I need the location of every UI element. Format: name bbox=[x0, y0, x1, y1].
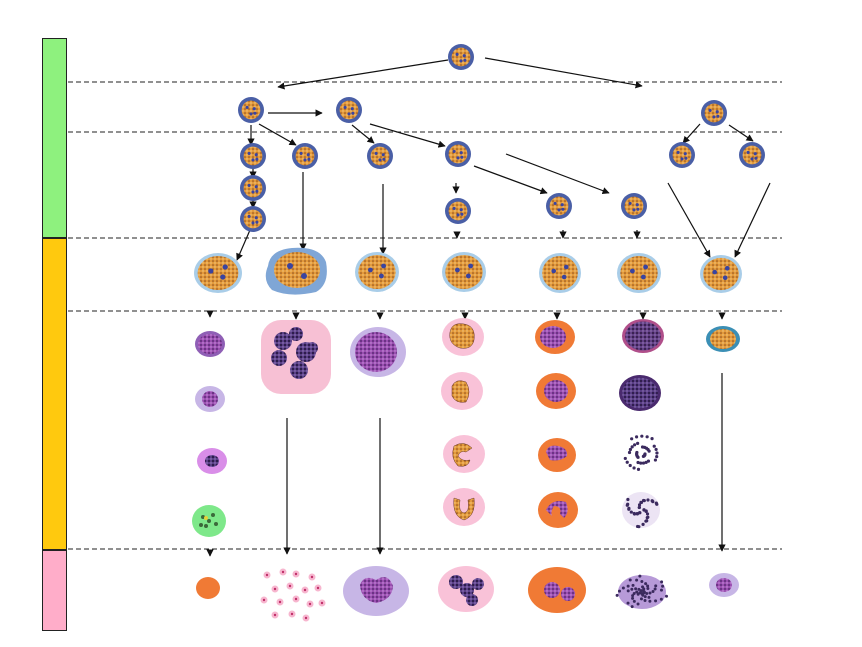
arrow-icon bbox=[351, 124, 375, 144]
lineage-arrows bbox=[206, 57, 771, 557]
stem-cell-icon bbox=[448, 44, 474, 70]
stem-cell-icon bbox=[739, 142, 765, 168]
megakaryoblast-icon bbox=[265, 247, 327, 295]
basophil-metamyelocyte-icon bbox=[619, 375, 661, 411]
eosinophil-icon bbox=[528, 567, 586, 613]
stem-cell-icon bbox=[701, 100, 727, 126]
megakaryocyte-icon bbox=[261, 320, 331, 394]
basophil-band-icon bbox=[623, 434, 659, 471]
stem-cell-icon bbox=[669, 142, 695, 168]
stem-cell-icon bbox=[367, 143, 393, 169]
blast-cell-icon bbox=[700, 255, 742, 293]
neutrophil-metamyelocyte-icon bbox=[441, 372, 483, 410]
blast-cell-icon bbox=[539, 253, 581, 293]
granulocyte-icon bbox=[197, 448, 227, 474]
basophil-band-icon bbox=[622, 492, 660, 529]
cell-layer bbox=[192, 44, 765, 622]
stem-cell-icon bbox=[240, 206, 266, 232]
band-stem-zone bbox=[42, 38, 67, 238]
lymphoblast-icon bbox=[706, 326, 740, 352]
blast-cell-icon bbox=[617, 253, 661, 293]
eosinophil-band-icon bbox=[538, 492, 578, 528]
blast-cell-icon bbox=[442, 252, 486, 292]
eosinophil-metamyelocyte-icon bbox=[536, 373, 576, 409]
lymphocyte-icon bbox=[709, 573, 739, 597]
neutrophil-band-icon bbox=[443, 488, 485, 526]
eosinophil-band-icon bbox=[538, 438, 576, 472]
platelet-icon bbox=[260, 568, 326, 622]
neutrophil-icon bbox=[438, 566, 494, 612]
arrow-icon bbox=[734, 182, 771, 258]
basophil-icon bbox=[615, 574, 669, 609]
blast-cell-icon bbox=[194, 253, 242, 293]
granulocyte-icon bbox=[192, 505, 226, 537]
neutrophil-band-icon bbox=[443, 435, 485, 473]
blast-cell-icon bbox=[355, 252, 399, 292]
arrow-icon bbox=[667, 182, 711, 258]
stem-cell-icon bbox=[240, 143, 266, 169]
macrophage-icon bbox=[343, 566, 409, 616]
eosinophil-myelocyte-icon bbox=[535, 320, 575, 354]
basophil-myelocyte-icon bbox=[622, 319, 664, 353]
arrow-icon bbox=[484, 57, 643, 89]
erythrocyte-icon bbox=[196, 577, 220, 599]
neutrophil-myelocyte-icon bbox=[442, 318, 484, 356]
stem-cell-icon bbox=[292, 143, 318, 169]
granulocyte-icon bbox=[195, 386, 225, 412]
arrow-icon bbox=[369, 123, 446, 148]
arrow-icon bbox=[682, 123, 701, 144]
stem-cell-icon bbox=[445, 141, 471, 167]
arrow-icon bbox=[277, 59, 449, 90]
arrow-icon bbox=[236, 229, 251, 261]
stem-cell-icon bbox=[336, 97, 362, 123]
arrow-icon bbox=[728, 124, 754, 142]
stem-cell-icon bbox=[238, 97, 264, 123]
stem-cell-icon bbox=[621, 193, 647, 219]
zone-dividers bbox=[68, 81, 782, 550]
band-proliferation-zone bbox=[42, 238, 67, 550]
band-mature-zone bbox=[42, 550, 67, 631]
monoblast-icon bbox=[350, 327, 406, 377]
stem-cell-icon bbox=[240, 175, 266, 201]
arrow-icon bbox=[505, 153, 610, 195]
stem-cell-icon bbox=[546, 193, 572, 219]
arrow-icon bbox=[473, 165, 548, 195]
arrow-icon bbox=[258, 123, 297, 146]
stem-cell-icon bbox=[445, 198, 471, 224]
granulocyte-icon bbox=[195, 331, 225, 357]
